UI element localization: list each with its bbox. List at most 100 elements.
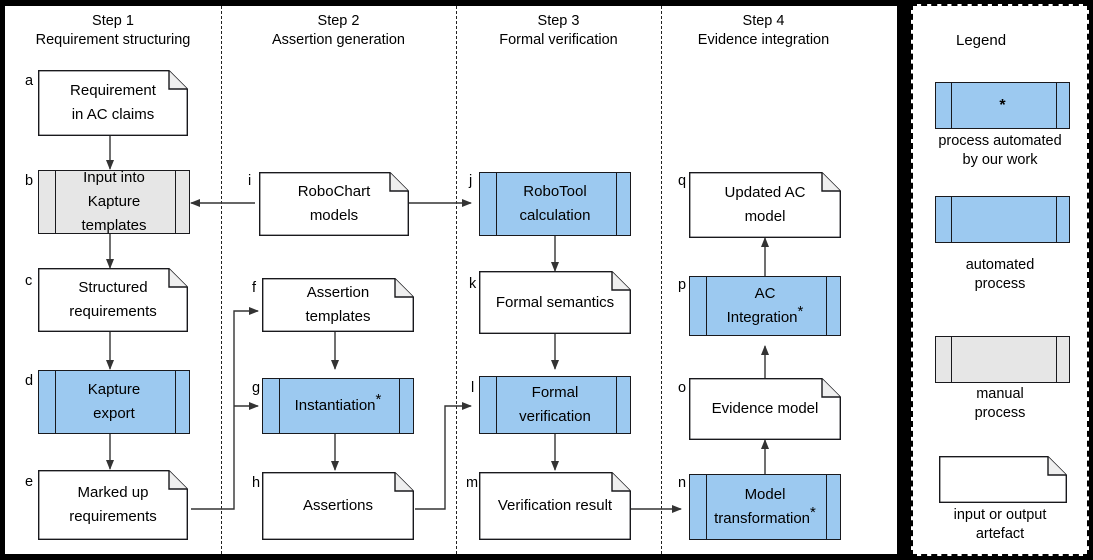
star-marker: *	[999, 96, 1006, 114]
legend-swatch-artefact	[939, 456, 1067, 503]
proc-band-left	[951, 337, 952, 382]
node-g-text: Instantiation	[294, 397, 376, 414]
proc-band-right	[1056, 197, 1057, 242]
node-letter-b: b	[25, 173, 34, 189]
legend-swatch-automated-process	[935, 196, 1070, 243]
proc-band-right	[1056, 83, 1057, 128]
node-letter-p: p	[678, 277, 687, 293]
node-letter-g: g	[252, 380, 261, 396]
proc-band-left	[279, 379, 280, 433]
main-diagram-panel: Step 1 Requirement structuring Step 2 As…	[3, 4, 899, 556]
node-letter-d: d	[25, 373, 34, 389]
step-title: Step 4	[742, 13, 785, 29]
step-header-4: Step 4 Evidence integration	[661, 12, 866, 50]
node-letter-l: l	[471, 380, 475, 396]
node-k-label: Formal semantics	[495, 293, 615, 311]
legend-swatch-manual-process	[935, 336, 1070, 383]
node-letter-h: h	[252, 475, 261, 491]
star-marker: *	[810, 504, 816, 521]
node-m-verification-result[interactable]: Verification result	[479, 472, 631, 540]
proc-band-right	[616, 377, 617, 433]
star-marker: *	[797, 303, 804, 320]
node-letter-e: e	[25, 474, 34, 490]
node-m-label: Verification result	[497, 497, 613, 514]
node-g-label: Instantiation*	[289, 391, 388, 418]
step-title: Step 1	[92, 13, 134, 29]
star-marker: *	[375, 391, 382, 408]
node-letter-o: o	[678, 380, 687, 396]
proc-band-right	[826, 277, 827, 335]
proc-band-right	[175, 171, 176, 233]
step-subtitle: Formal verification	[499, 32, 618, 48]
proc-band-left	[706, 277, 707, 335]
node-o-evidence-model[interactable]: Evidence model	[689, 378, 841, 440]
proc-band-left	[951, 83, 952, 128]
proc-band-right	[826, 475, 827, 539]
step-title: Step 3	[537, 13, 580, 29]
proc-band-right	[399, 379, 400, 433]
node-letter-a: a	[25, 73, 34, 89]
proc-band-left	[55, 171, 56, 233]
step-header-3: Step 3 Formal verification	[456, 12, 661, 50]
proc-band-right	[616, 173, 617, 235]
proc-band-left	[706, 475, 707, 539]
legend-title: Legend	[956, 32, 1007, 49]
edge-e-f	[191, 307, 259, 510]
node-letter-c: c	[25, 273, 33, 289]
step-title: Step 2	[317, 13, 360, 29]
column-divider-3	[661, 6, 662, 554]
node-o-label: Evidence model	[711, 400, 819, 417]
node-letter-j: j	[469, 173, 473, 189]
step-header-2: Step 2 Assertion generation	[221, 12, 456, 50]
proc-band-left	[496, 173, 497, 235]
proc-band-right	[175, 371, 176, 433]
node-g-instantiation[interactable]: Instantiation*	[262, 378, 414, 434]
proc-band-left	[496, 377, 497, 433]
step-subtitle: Assertion generation	[272, 32, 405, 48]
node-letter-f: f	[252, 280, 257, 296]
node-letter-m: m	[466, 475, 479, 491]
edge-h-l	[415, 402, 472, 510]
node-letter-n: n	[678, 475, 687, 491]
proc-band-left	[55, 371, 56, 433]
step-header-1: Step 1 Requirement structuring	[5, 12, 221, 50]
proc-band-left	[951, 197, 952, 242]
node-letter-q: q	[678, 173, 687, 189]
legend-swatch-process-automated-by-our-work: *	[935, 82, 1070, 129]
node-h-assertions[interactable]: Assertions	[262, 472, 414, 540]
step-subtitle: Requirement structuring	[35, 32, 191, 48]
node-k-formal-semantics[interactable]: Formal semantics	[479, 271, 631, 334]
proc-band-right	[1056, 337, 1057, 382]
